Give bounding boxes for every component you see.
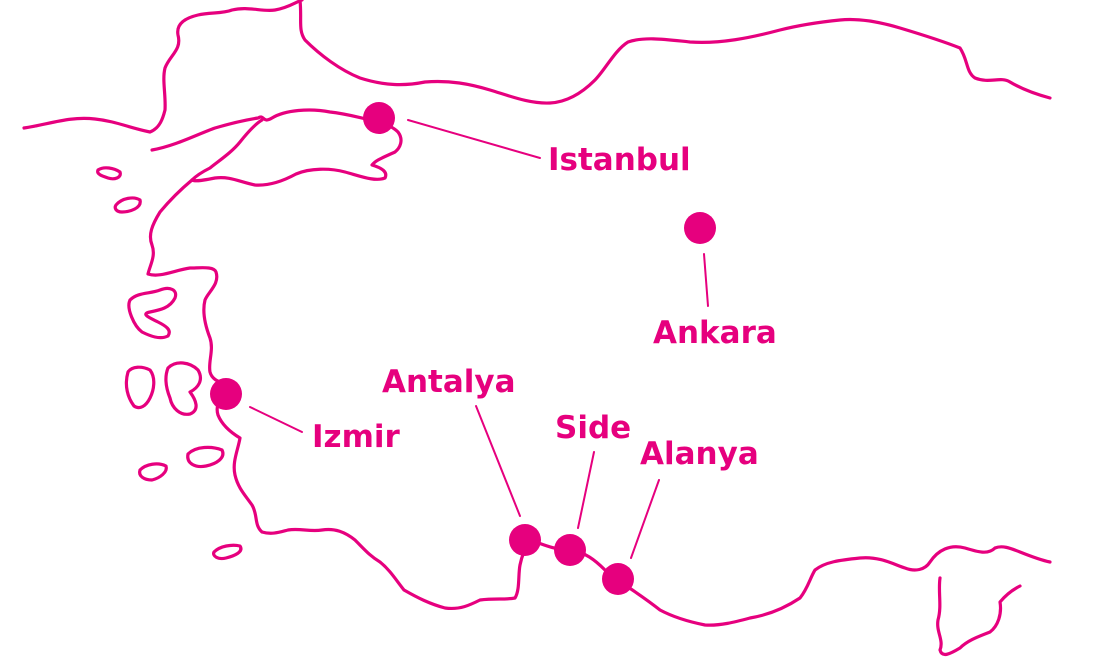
marmara-coast: [150, 108, 403, 187]
leader-lines: [249, 119, 709, 559]
island-7: [186, 445, 225, 469]
leader-izmir: [249, 406, 303, 433]
label-ankara[interactable]: Ankara: [653, 315, 777, 351]
black-sea-coast: [22, 0, 1052, 134]
leader-alanya: [630, 479, 660, 559]
marker-ankara[interactable]: [684, 212, 716, 244]
leader-side: [577, 451, 595, 529]
label-antalya[interactable]: Antalya: [382, 364, 516, 400]
label-alanya[interactable]: Alanya: [640, 436, 759, 472]
island-1: [96, 166, 122, 181]
marker-izmir[interactable]: [210, 378, 242, 410]
label-izmir[interactable]: Izmir: [312, 419, 401, 455]
marker-alanya[interactable]: [602, 563, 634, 595]
aegean-coast: [146, 178, 532, 611]
city-markers: [210, 102, 716, 595]
label-side[interactable]: Side: [555, 410, 631, 446]
leader-ankara: [703, 253, 709, 307]
marker-side[interactable]: [554, 534, 586, 566]
leader-istanbul: [407, 119, 541, 159]
island-8: [212, 543, 243, 561]
island-2: [113, 196, 142, 214]
label-istanbul[interactable]: Istanbul: [548, 142, 691, 178]
island-4: [124, 365, 156, 410]
coastline: [22, 0, 1052, 657]
city-labels: Istanbul Ankara Izmir Antalya Side Alany…: [312, 142, 777, 472]
leader-antalya: [475, 405, 521, 517]
marker-istanbul[interactable]: [363, 102, 395, 134]
island-5: [164, 361, 203, 416]
island-3: [127, 286, 178, 340]
island-6: [138, 462, 168, 482]
marker-antalya[interactable]: [509, 524, 541, 556]
hatay-coast: [936, 576, 1022, 657]
